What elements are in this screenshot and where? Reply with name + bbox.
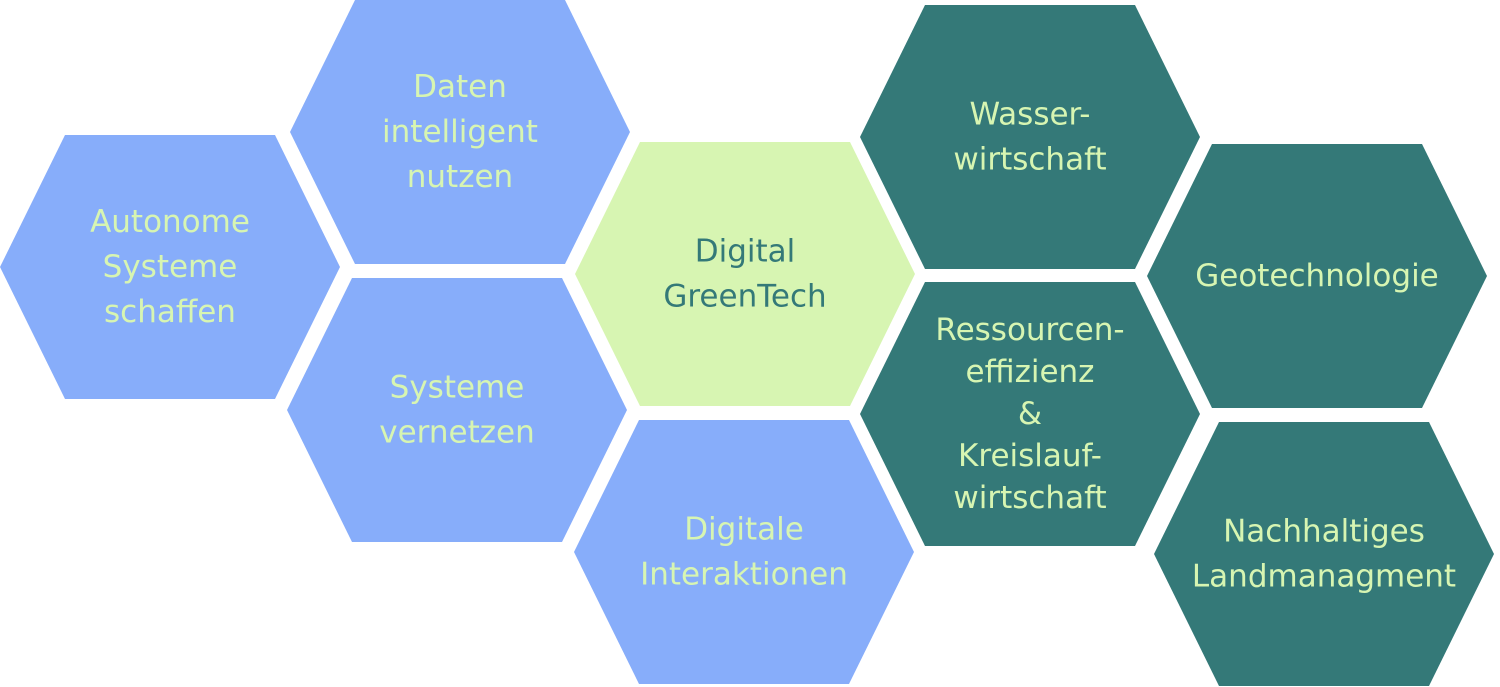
hexagon-label-line: & <box>1018 396 1042 432</box>
hexagon-shape <box>287 278 627 542</box>
hexagon-label-line: Geotechnologie <box>1195 258 1439 294</box>
hexagon-label-line: Digital <box>695 234 796 270</box>
hexagon-systeme-vernetzen: Systeme vernetzen <box>287 278 627 542</box>
hexagon-label-line: wirtschaft <box>953 480 1106 516</box>
hexagon-daten-intelligent-nutzen: Daten intelligent nutzen <box>290 0 630 264</box>
hexagon-label-line: GreenTech <box>663 279 826 315</box>
hexagon-shape <box>860 5 1200 269</box>
hexagon-label-line: vernetzen <box>379 415 534 451</box>
hexagon-label-line: Landmanagment <box>1192 559 1456 595</box>
hexagon-label-line: Autonome <box>90 204 250 240</box>
hexagon-shape <box>574 420 914 684</box>
hexagon-shape <box>575 142 915 406</box>
hexagon-label-line: schaffen <box>104 294 236 330</box>
hexagon-label-line: Wasser- <box>970 97 1091 133</box>
hexagon-label-line: effizienz <box>966 354 1095 390</box>
hexagon-shape <box>1154 422 1494 686</box>
hexagon-label-line: Systeme <box>103 249 238 285</box>
hexagon-label-line: Digitale <box>684 512 804 548</box>
hexagon-wasserwirtschaft: Wasser-wirtschaft <box>860 5 1200 269</box>
hexagon-label-line: Interaktionen <box>640 557 848 593</box>
hexagon-shape <box>290 0 630 264</box>
hexagon-label-line: Kreislauf- <box>958 438 1102 474</box>
hexagon-label-line: Ressourcen- <box>935 312 1124 348</box>
hexagon-label-line: wirtschaft <box>953 142 1106 178</box>
hexagon-label-line: intelligent <box>382 114 538 150</box>
hexagon-shape <box>0 135 340 399</box>
hexagon-label-line: Systeme <box>390 370 525 406</box>
hexagon-geotechnologie: Geotechnologie <box>1147 144 1487 408</box>
hexagon-ressourceneffizienz-kreislaufwirtschaft: Ressourcen-effizienz & Kreislauf-wirtschaf… <box>860 282 1200 546</box>
hexagon-shape <box>1147 144 1487 408</box>
hexagon-shape <box>860 282 1200 546</box>
hexagon-label-line: Nachhaltiges <box>1223 514 1425 550</box>
hexagon-label-line: Daten <box>413 69 507 105</box>
hexagon-label-line: nutzen <box>407 159 513 195</box>
